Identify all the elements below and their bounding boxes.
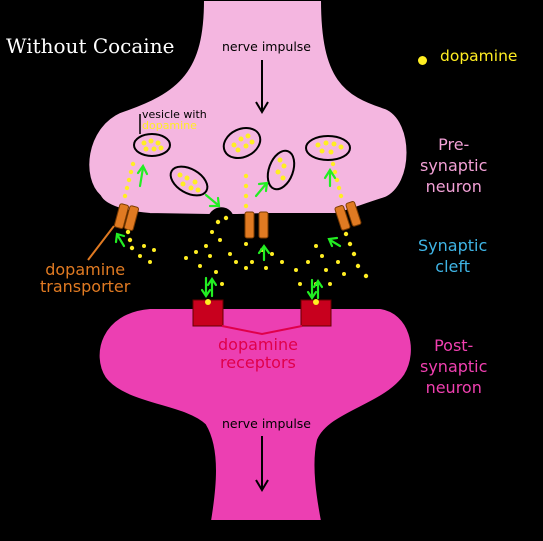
vesicle: [305, 135, 351, 161]
dopamine-transporter: [113, 203, 139, 231]
transporter-leader: [87, 225, 115, 261]
receptor-leader: [221, 325, 303, 336]
receptors-label-line2: receptors: [220, 352, 296, 372]
post-impulse-arrow: [255, 436, 269, 492]
dopamine-receptors-label: dopamine receptors: [218, 336, 298, 371]
vesicle-label: vesicle with dopamine: [142, 109, 207, 131]
diagram-title: Without Cocaine: [6, 34, 175, 58]
postsynaptic-label-line3: neuron: [425, 377, 482, 397]
dopamine-legend-dot: [418, 56, 427, 65]
dopamine-molecules: [122, 161, 369, 286]
vesicle-label-line1: vesicle with: [142, 108, 207, 121]
vesicle-label-line2: dopamine: [142, 119, 197, 132]
vesicle: [133, 133, 171, 157]
dopamine-transporter: [334, 201, 362, 231]
receptors-label-line1: dopamine: [218, 335, 298, 354]
postsynaptic-label: Post- synaptic neuron: [420, 336, 487, 398]
vesicle: [222, 126, 262, 160]
reuptake-arrows: [114, 163, 342, 300]
transporter-label-line1: dopamine: [45, 260, 126, 279]
postsynaptic-label-line1: Post-: [434, 336, 474, 355]
presynaptic-label: Pre- synaptic neuron: [420, 135, 487, 197]
dopamine-transporter: [244, 211, 269, 239]
dopamine-receptor: [300, 299, 332, 327]
vesicle: [169, 165, 209, 197]
postsynaptic-neuron: [97, 307, 413, 522]
transporter-label-line2: transporter: [40, 276, 131, 296]
pre-impulse-arrow: [255, 60, 269, 114]
dopamine-transporter-label: dopamine transporter: [40, 260, 131, 296]
synaptic-cleft-label: Synaptic cleft: [418, 236, 487, 278]
post-nerve-impulse-label: nerve impulse: [222, 416, 311, 431]
postsynaptic-label-line2: synaptic: [420, 356, 488, 376]
pre-nerve-impulse-label: nerve impulse: [222, 39, 311, 54]
presynaptic-neuron: [87, 0, 409, 217]
presynaptic-label-line1: Pre-: [438, 135, 470, 154]
presynaptic-label-line2: synaptic: [420, 155, 488, 175]
vesicle: [266, 149, 296, 191]
dopamine-legend-label: dopamine: [440, 47, 518, 65]
synaptic-cleft-label-line2: cleft: [435, 256, 470, 276]
synaptic-cleft-label-line1: Synaptic: [418, 236, 488, 255]
dopamine-receptor: [192, 299, 224, 327]
presynaptic-label-line3: neuron: [425, 176, 482, 196]
